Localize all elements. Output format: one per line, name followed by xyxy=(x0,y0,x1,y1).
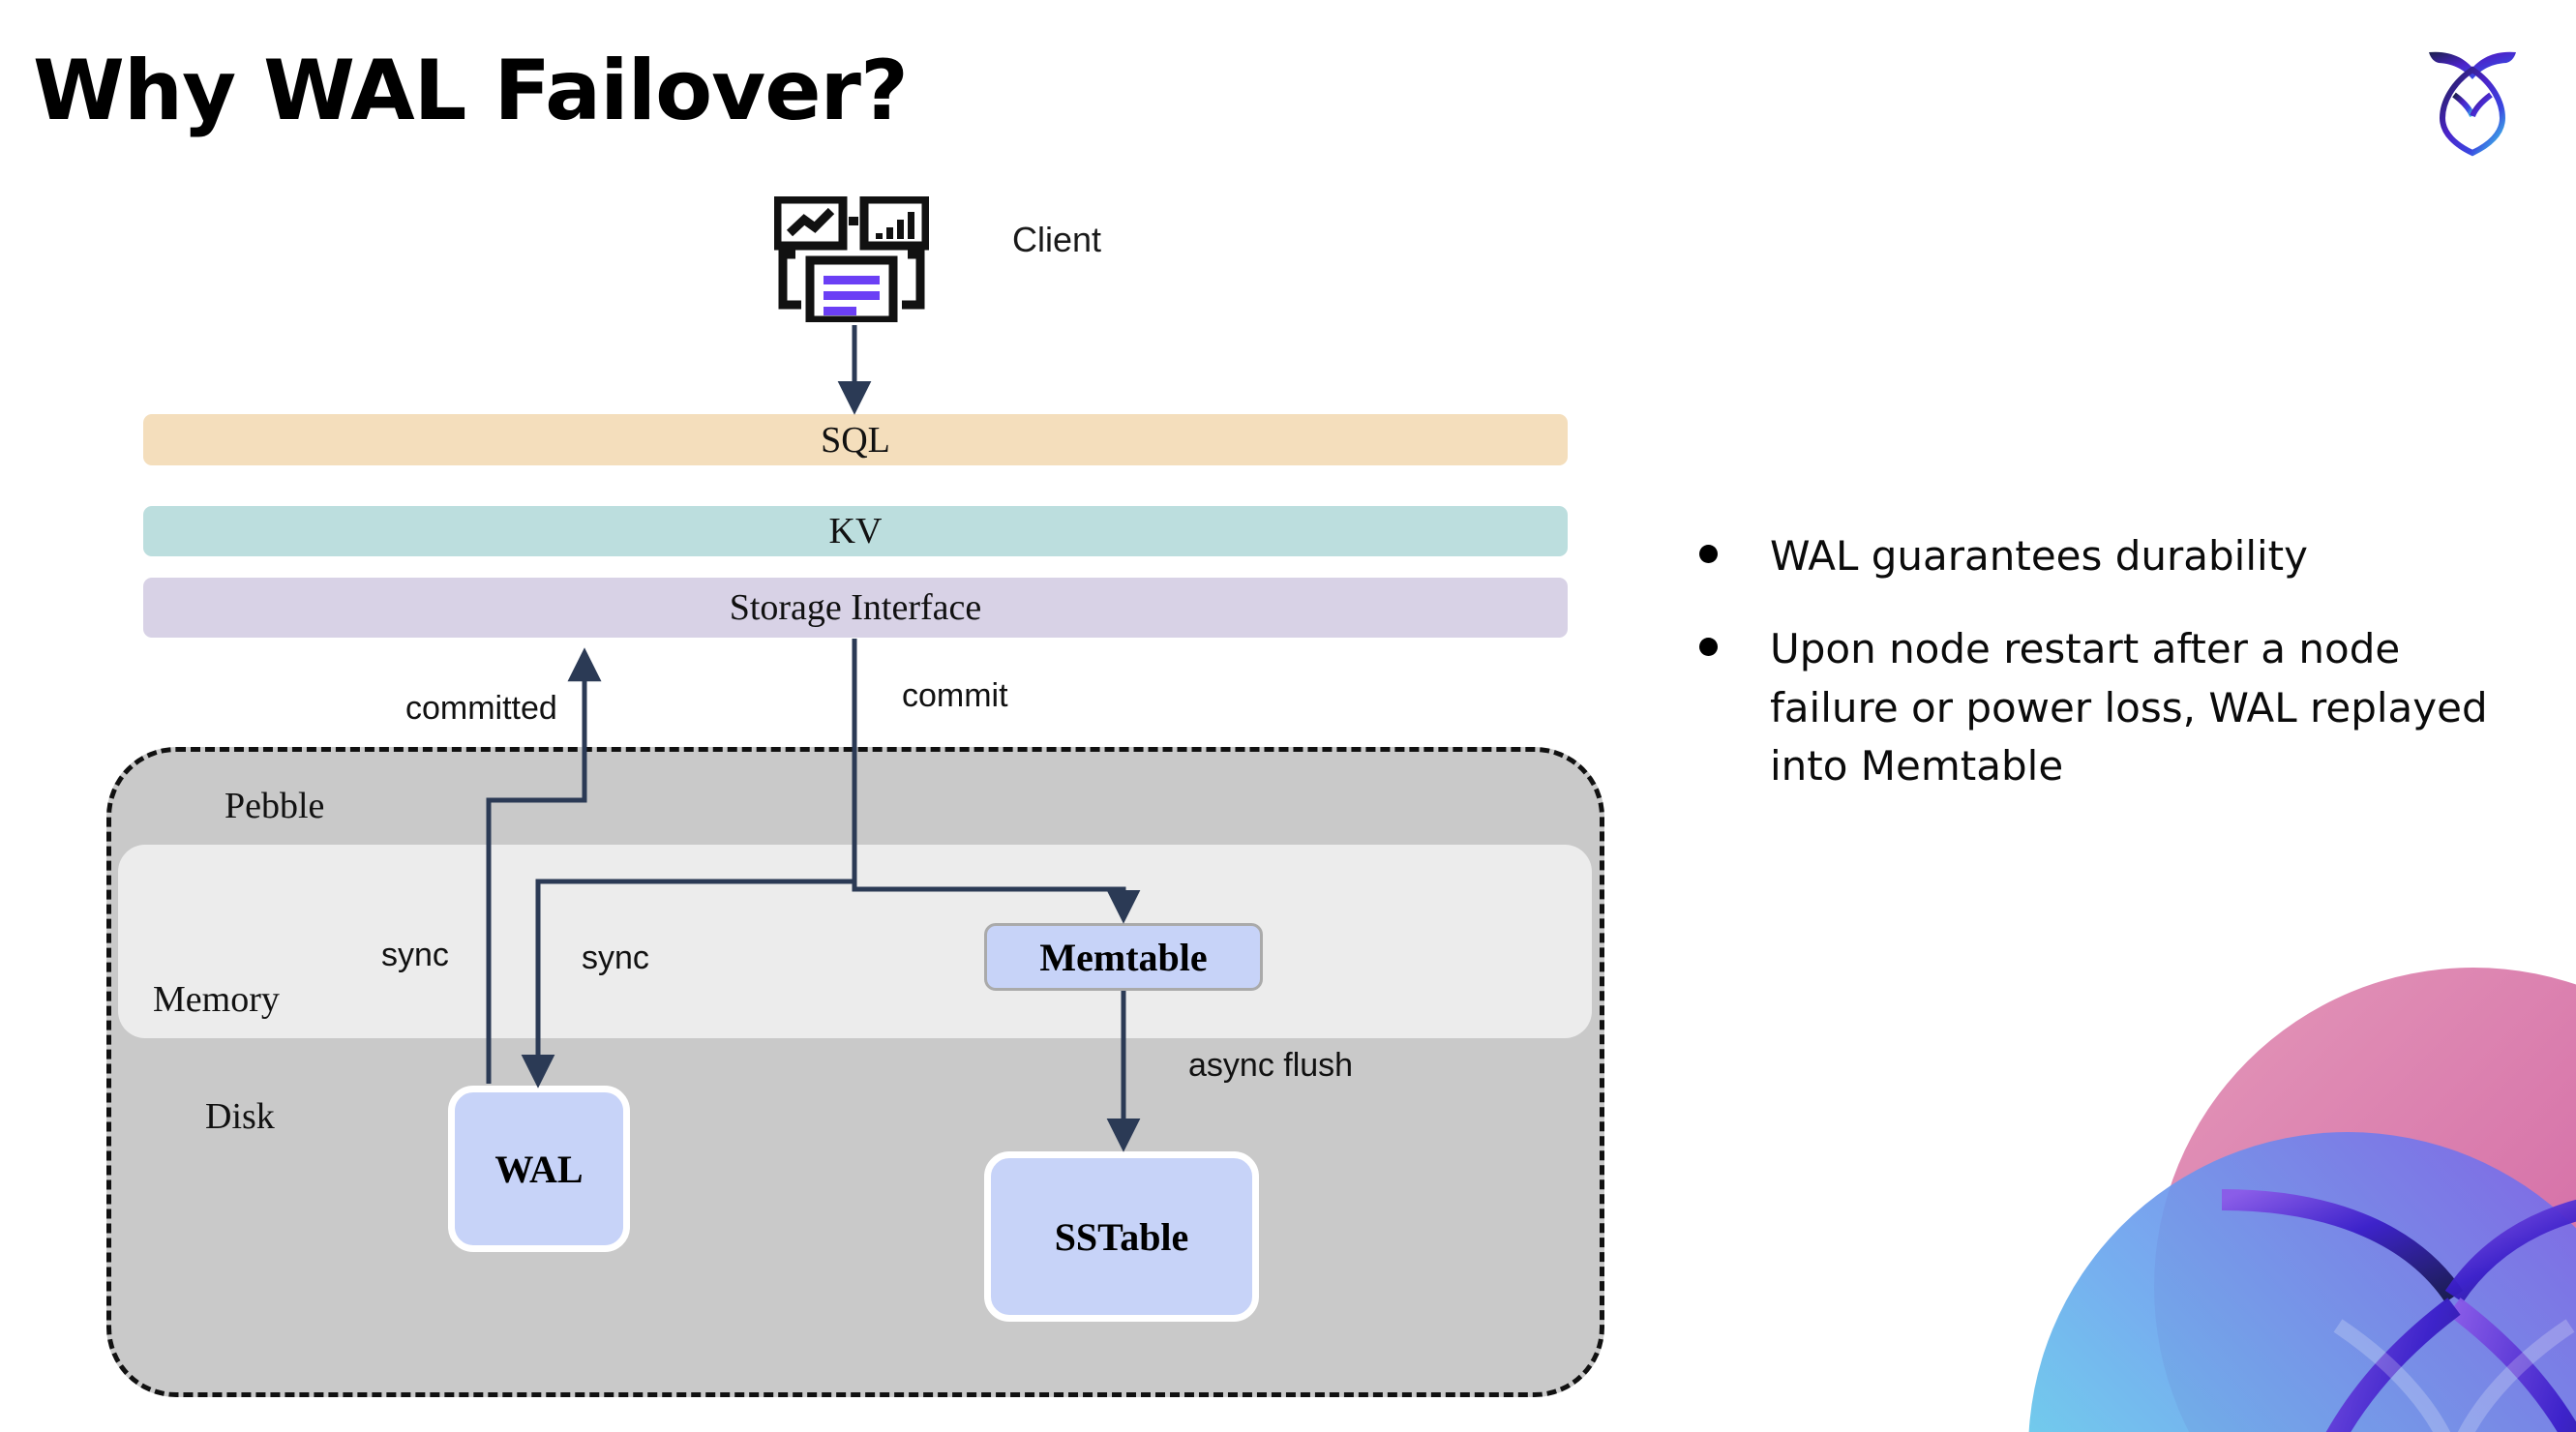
client-label: Client xyxy=(1012,220,1102,259)
edge-label-commit: commit xyxy=(902,677,1008,714)
edge-label-committed: committed xyxy=(405,690,557,727)
bullet-text: WAL guarantees durability xyxy=(1770,532,2309,580)
list-item: Upon node restart after a node failure o… xyxy=(1699,620,2531,795)
node-memtable: Memtable xyxy=(984,923,1263,991)
bullet-dot-icon xyxy=(1699,545,1718,563)
list-item: WAL guarantees durability xyxy=(1699,527,2531,585)
pebble-label: Pebble xyxy=(225,786,325,826)
layer-bar-kv: KV xyxy=(143,506,1568,556)
edge-label-async-flush: async flush xyxy=(1188,1047,1354,1084)
node-sstable: SSTable xyxy=(984,1151,1259,1322)
architecture-diagram: Client SQL KV Storage Interface Pebble M… xyxy=(106,196,1604,1397)
page-title: Why WAL Failover? xyxy=(33,43,909,139)
layer-bar-storage: Storage Interface xyxy=(143,578,1568,638)
disk-label: Disk xyxy=(205,1096,275,1137)
edge-label-sync-return: sync xyxy=(381,937,449,973)
bullet-dot-icon xyxy=(1699,638,1718,657)
edge-label-sync-write: sync xyxy=(582,940,649,976)
memory-label: Memory xyxy=(153,979,280,1020)
memory-region xyxy=(118,845,1592,1038)
layer-bar-sql: SQL xyxy=(143,414,1568,465)
cockroachdb-logo-icon xyxy=(2429,51,2516,157)
node-wal: WAL xyxy=(448,1086,630,1252)
bullet-list: WAL guarantees durability Upon node rest… xyxy=(1699,527,2531,831)
cockroachdb-watermark-icon xyxy=(2028,968,2576,1432)
client-dashboard-icon xyxy=(774,196,929,322)
bullet-text: Upon node restart after a node failure o… xyxy=(1770,625,2488,791)
